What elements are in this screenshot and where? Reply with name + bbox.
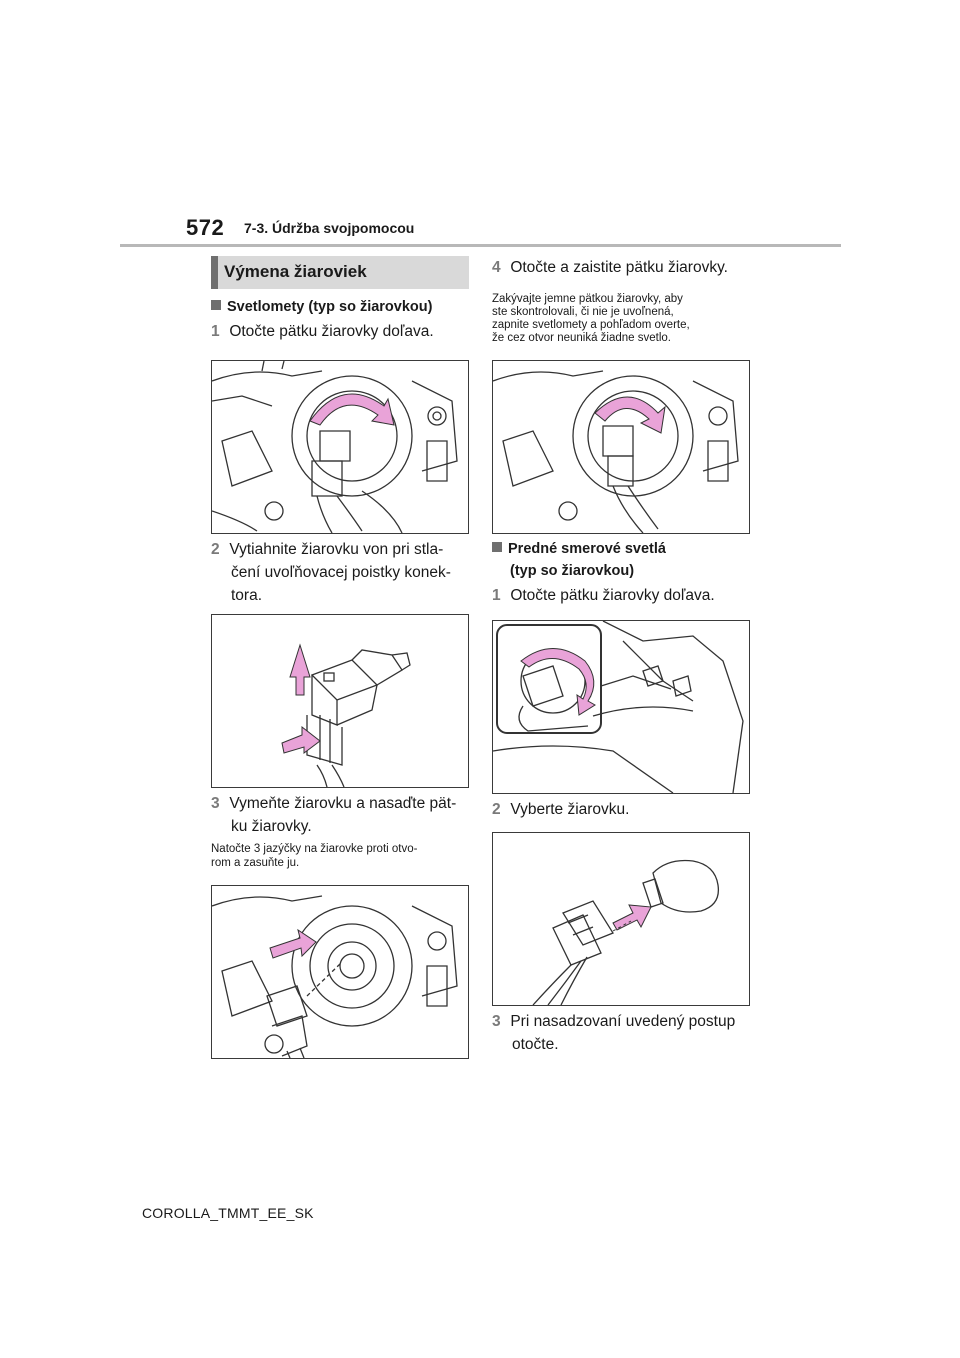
- note-right-line1: Zakývajte jemne pätkou žiarovky, aby: [492, 293, 683, 305]
- step-text-line: Vytiahnite žiarovku von pri stla-: [229, 541, 444, 558]
- step-text: Otočte pätku žiarovky doľava.: [229, 323, 434, 340]
- figure-headlight-rotate-left: [211, 360, 469, 534]
- step-1-left: 1 Otočte pätku žiarovky doľava.: [211, 320, 434, 343]
- step-number: 2: [211, 541, 220, 558]
- step-text-line: Pri nasadzovaní uvedený postup: [510, 1013, 736, 1030]
- step-text: Otočte pätku žiarovky doľava.: [510, 587, 715, 604]
- figure-turn-signal-rotate: [492, 620, 750, 794]
- step-number: 4: [492, 259, 501, 276]
- heading-bar: [211, 256, 218, 289]
- note-right-line2: ste skontrolovali, či nie je uvoľnená,: [492, 306, 674, 318]
- step-number: 2: [492, 801, 501, 818]
- step-3-left: 3 Vymeňte žiarovku a nasaďte pät-: [211, 792, 456, 815]
- subheading-headlights-text: Svetlomety (typ so žiarovkou): [227, 299, 433, 315]
- step-1-right: 1 Otočte pätku žiarovky doľava.: [492, 584, 715, 607]
- figure-headlight-rotate-lock: [492, 360, 750, 534]
- step-number: 3: [492, 1013, 501, 1030]
- page-number: 572: [186, 215, 225, 240]
- step-4-right: 4 Otočte a zaistite pätku žiarovky.: [492, 256, 728, 279]
- step-2-left: 2 Vytiahnite žiarovku von pri stla-: [211, 538, 443, 561]
- step-3-left-cont: ku žiarovky.: [231, 818, 312, 835]
- step-text: Vyberte žiarovku.: [510, 801, 630, 818]
- note-right-line3: zapnite svetlomety a pohľadom overte,: [492, 319, 690, 331]
- figure-turn-signal-bulb-remove: [492, 832, 750, 1006]
- step-2-left-cont: čení uvoľňovacej poistky konek-: [231, 564, 451, 581]
- section-title: 7-3. Údržba svojpomocou: [244, 220, 415, 236]
- step-number: 1: [492, 587, 501, 604]
- figure-bulb-pull-out: [211, 614, 469, 788]
- note-right-line4: že cez otvor neuniká žiadne svetlo.: [492, 332, 671, 344]
- note-left-line1: Natočte 3 jazýčky na žiarovke proti otvo…: [211, 843, 418, 855]
- step-text: Otočte a zaistite pätku žiarovky.: [510, 259, 728, 276]
- subheading-turn-signals-text: Predné smerové svetlá: [508, 541, 666, 557]
- step-3-right-cont: otočte.: [512, 1036, 559, 1053]
- subheading-turn-signals-cont: (typ so žiarovkou): [510, 563, 635, 579]
- note-left-line2: rom a zasuňte ju.: [211, 857, 300, 869]
- section-heading: Výmena žiaroviek: [211, 256, 469, 289]
- document-code: COROLLA_TMMT_EE_SK: [142, 1205, 314, 1221]
- square-bullet-icon: [211, 300, 221, 310]
- subheading-turn-signals: Predné smerové svetlá: [492, 538, 666, 560]
- step-number: 1: [211, 323, 220, 340]
- subheading-headlights: Svetlomety (typ so žiarovkou): [211, 296, 432, 318]
- step-3-right: 3 Pri nasadzovaní uvedený postup: [492, 1010, 735, 1033]
- figure-bulb-insert: [211, 885, 469, 1059]
- section-heading-text: Výmena žiaroviek: [224, 262, 367, 281]
- step-number: 3: [211, 795, 220, 812]
- header-rule: [120, 244, 841, 247]
- step-2-left-cont2: tora.: [231, 587, 263, 604]
- square-bullet-icon: [492, 542, 502, 552]
- step-2-right: 2 Vyberte žiarovku.: [492, 798, 629, 821]
- step-text-line: Vymeňte žiarovku a nasaďte pät-: [229, 795, 457, 812]
